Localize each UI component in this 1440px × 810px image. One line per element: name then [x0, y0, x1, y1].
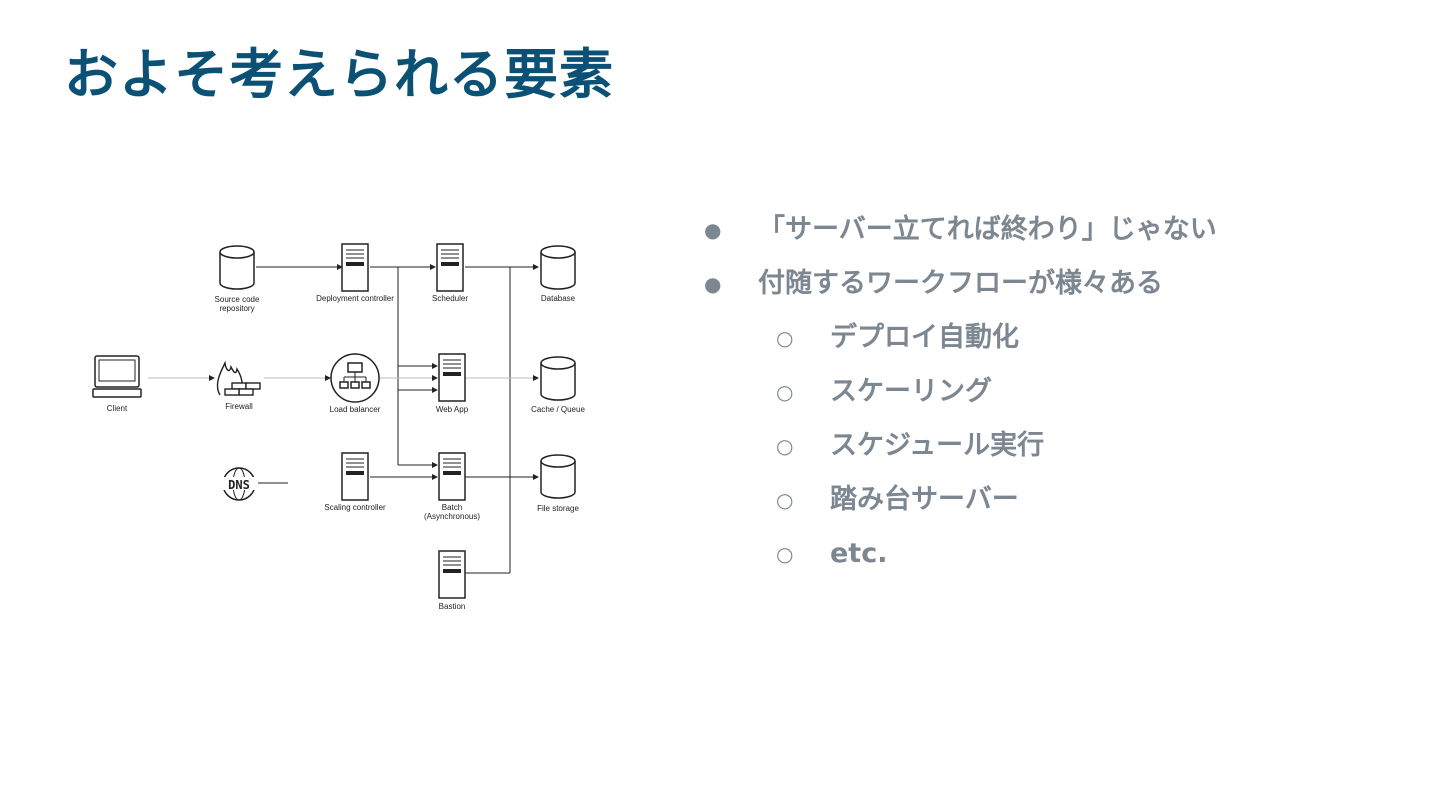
sub-bullet-marker: ○ — [776, 542, 794, 566]
client-label: Client — [107, 404, 128, 413]
dns-node: DNS — [220, 467, 258, 501]
sub-bullet-marker: ○ — [776, 380, 794, 404]
cache-queue-label: Cache / Queue — [531, 405, 585, 414]
bastion-node — [438, 550, 466, 599]
server-icon — [436, 243, 464, 292]
bullet-text: 付随するワークフローが様々ある — [758, 268, 1163, 299]
database-icon — [219, 252, 255, 290]
bullet-marker: ● — [704, 272, 722, 296]
load-balancer-label: Load balancer — [330, 405, 381, 414]
sub-bullet-item: ○ etc. — [700, 531, 1400, 585]
sub-bullet-item: ○ 踏み台サーバー — [700, 477, 1400, 531]
deployment-controller-node — [341, 243, 369, 292]
server-icon — [438, 452, 466, 501]
server-icon — [438, 550, 466, 599]
sub-bullet-marker: ○ — [776, 326, 794, 350]
client-node — [92, 355, 142, 398]
deployment-controller-label: Deployment controller — [316, 294, 394, 303]
database-label: Database — [541, 294, 576, 303]
batch-label-2: (Asynchronous) — [424, 512, 480, 521]
sub-bullet-marker: ○ — [776, 488, 794, 512]
source-repo-label-1: Source code — [215, 295, 260, 304]
bullet-list: ● 「サーバー立てれば終わり」じゃない ● 付随するワークフローが様々ある ○ … — [700, 207, 1400, 585]
database-icon — [540, 363, 576, 401]
scheduler-node — [436, 243, 464, 292]
bullet-item: ● 付随するワークフローが様々ある — [700, 261, 1400, 315]
architecture-diagram: Client Firewall DNS Source code reposito… — [92, 243, 585, 611]
load-balancer-icon — [330, 353, 380, 403]
scaling-controller-label: Scaling controller — [324, 503, 386, 512]
bullet-marker: ● — [704, 218, 722, 242]
bullet-text: 「サーバー立てれば終わり」じゃない — [758, 214, 1217, 245]
server-icon — [341, 243, 369, 292]
database-icon — [540, 461, 576, 499]
bastion-label: Bastion — [439, 602, 466, 611]
sub-bullet-item: ○ スケーリング — [700, 369, 1400, 423]
sub-bullet-text: 踏み台サーバー — [830, 484, 1019, 515]
scaling-controller-node — [341, 452, 369, 501]
file-storage-node — [540, 454, 576, 499]
database-node — [540, 245, 576, 290]
load-balancer-node — [330, 353, 380, 403]
batch-node — [438, 452, 466, 501]
sub-bullet-text: etc. — [830, 538, 888, 569]
server-icon — [438, 353, 466, 402]
web-app-node — [438, 353, 466, 402]
source-repo-label-2: repository — [219, 304, 254, 313]
firewall-label: Firewall — [225, 402, 253, 411]
batch-label-1: Batch — [442, 503, 462, 512]
connectors — [148, 264, 539, 574]
file-storage-label: File storage — [537, 504, 579, 513]
firewall-icon — [216, 360, 261, 396]
server-icon — [341, 452, 369, 501]
sub-bullet-marker: ○ — [776, 434, 794, 458]
sub-bullet-text: スケーリング — [830, 376, 992, 407]
scheduler-label: Scheduler — [432, 294, 468, 303]
sub-bullet-text: スケジュール実行 — [830, 430, 1045, 461]
slide-title: およそ考えられる要素 — [64, 43, 614, 106]
computer-icon — [94, 355, 140, 388]
sub-bullet-item: ○ デプロイ自動化 — [700, 315, 1400, 369]
web-app-label: Web App — [436, 405, 469, 414]
dns-icon-text: DNS — [228, 478, 250, 492]
bullet-item: ● 「サーバー立てれば終わり」じゃない — [700, 207, 1400, 261]
sub-bullet-text: デプロイ自動化 — [830, 322, 1019, 353]
sub-bullet-item: ○ スケジュール実行 — [700, 423, 1400, 477]
cache-queue-node — [540, 356, 576, 401]
database-icon — [540, 252, 576, 290]
source-repo-node — [219, 245, 255, 290]
